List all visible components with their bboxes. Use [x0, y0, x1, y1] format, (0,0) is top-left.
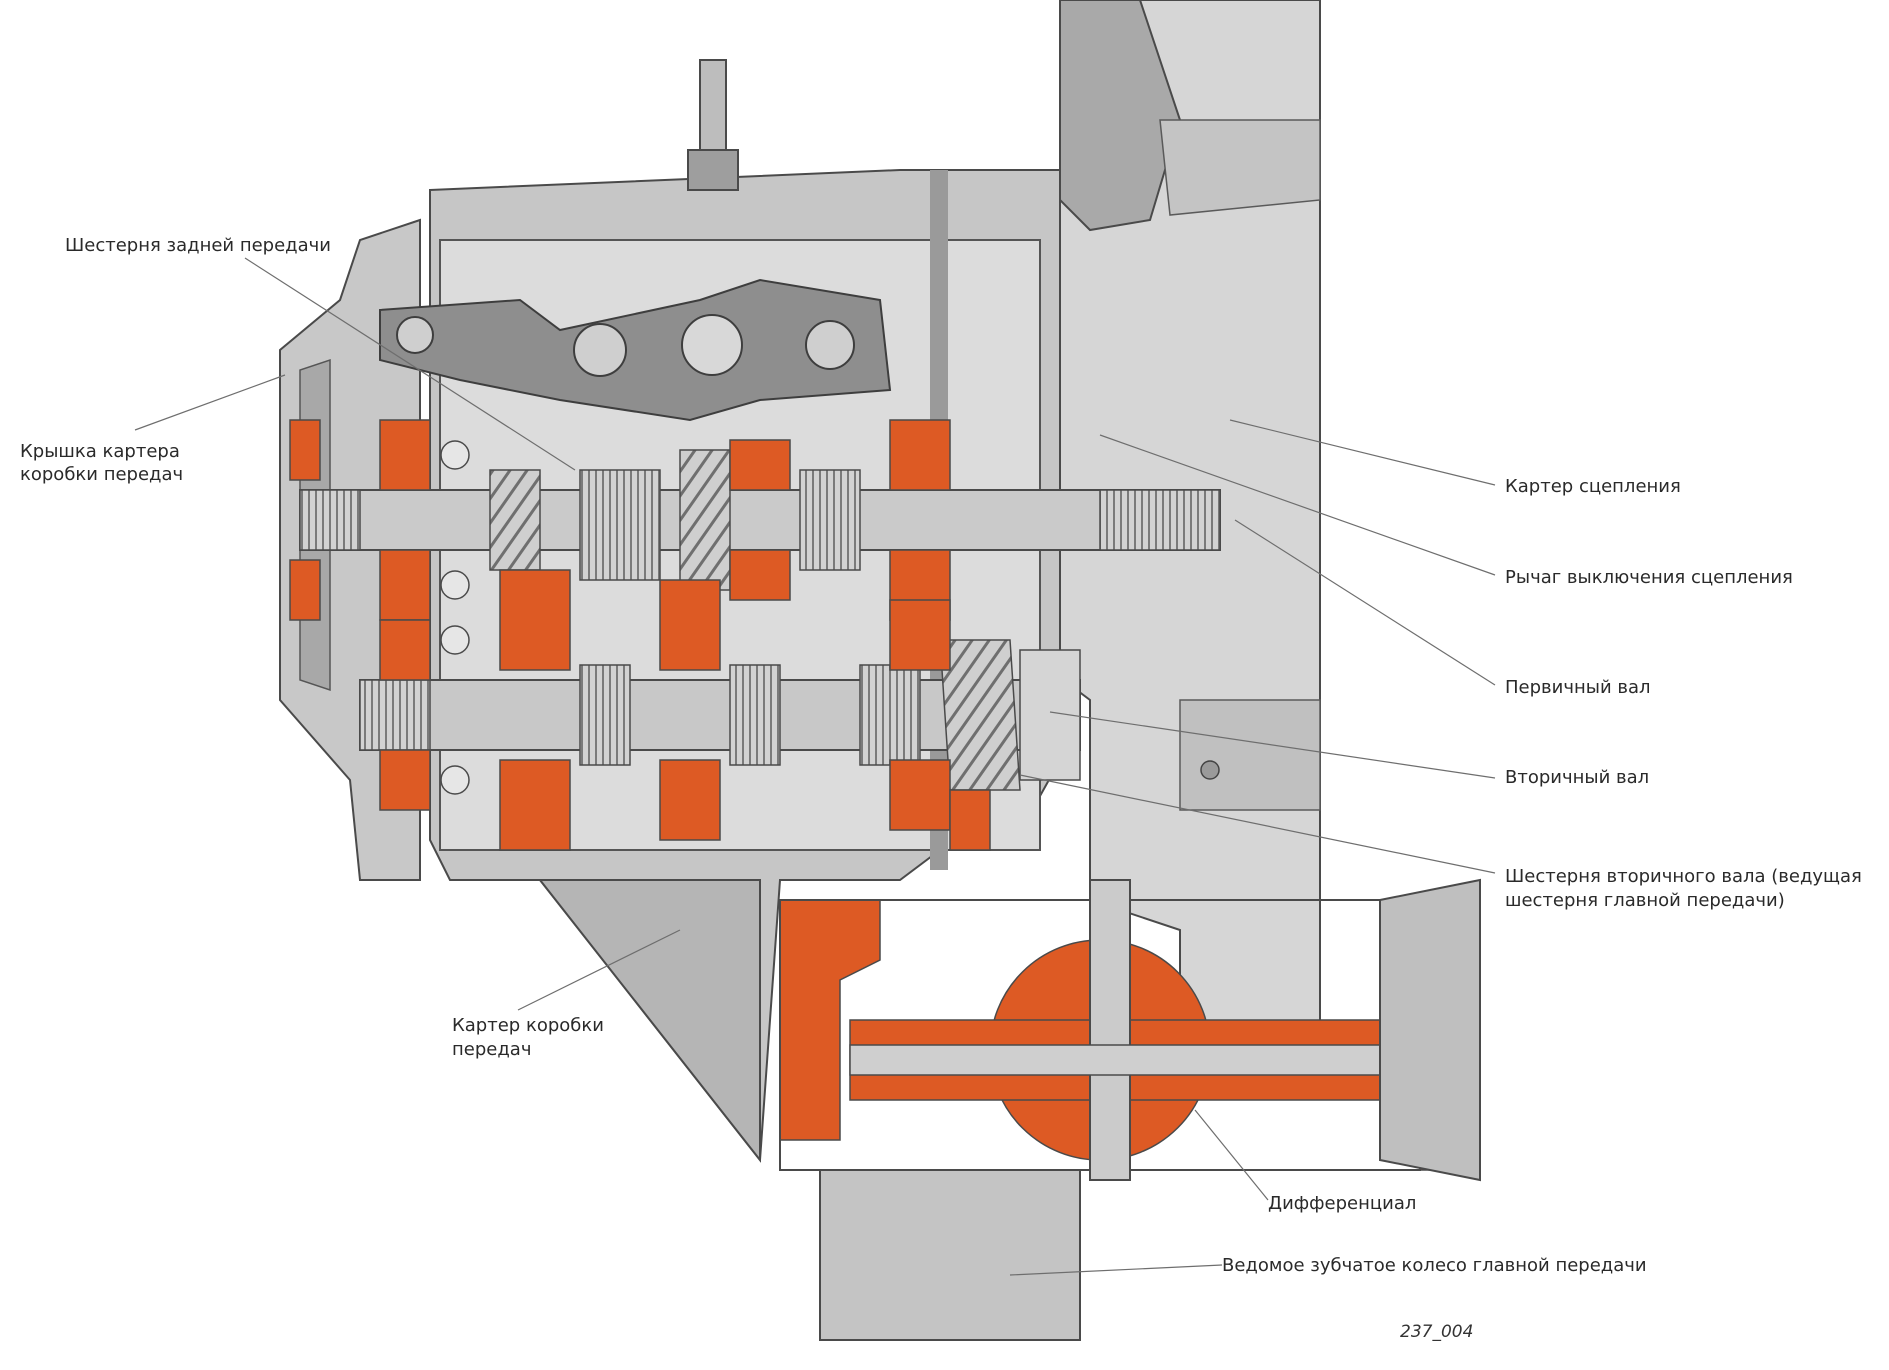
- label-output-gear-line1: Шестерня вторичного вала (ведущая: [1505, 866, 1862, 887]
- output-shaft: [359, 639, 1081, 791]
- label-gearbox-housing-line2: передач: [452, 1039, 532, 1060]
- differential-housing: [779, 878, 1481, 1341]
- bearings: [440, 440, 470, 795]
- label-reverse-gear: Шестерня задней передачи: [65, 235, 331, 256]
- label-gearbox-cover-line2: коробки передач: [20, 464, 184, 485]
- label-input-shaft: Первичный вал: [1505, 677, 1651, 698]
- label-final-drive-gear: Ведомое зубчатое колесо главной передачи: [1222, 1255, 1647, 1276]
- label-gearbox-housing-line1: Картер коробки: [452, 1015, 604, 1036]
- input-shaft: [299, 449, 1221, 591]
- label-output-shaft: Вторичный вал: [1505, 767, 1650, 788]
- shift-linkage: [379, 59, 892, 422]
- leader-lines: [134, 257, 1496, 1276]
- label-output-gear-line2: шестерня главной передачи): [1505, 890, 1785, 911]
- label-release-lever: Рычаг выключения сцепления: [1505, 567, 1793, 588]
- label-differential: Дифференциал: [1268, 1193, 1417, 1214]
- figure-id: 237_004: [1400, 1322, 1474, 1342]
- label-gearbox-cover-line1: Крышка картера: [20, 441, 180, 462]
- label-clutch-housing: Картер сцепления: [1505, 476, 1681, 497]
